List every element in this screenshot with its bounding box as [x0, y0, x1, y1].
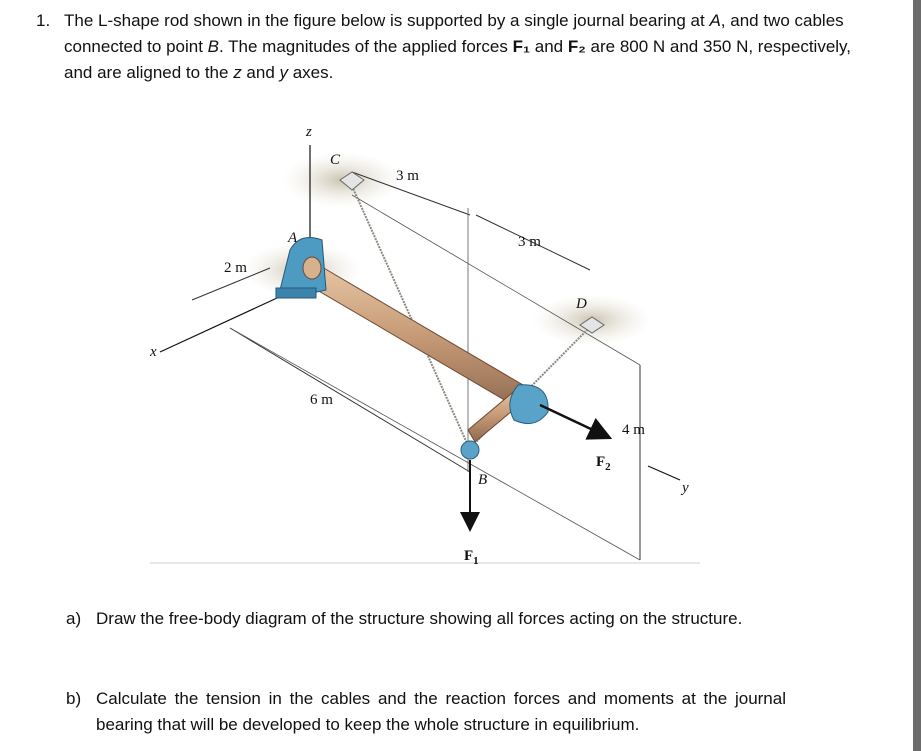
label-c: C: [330, 152, 341, 168]
l-rod-figure: z C 3 m A 3 m 2 m D x 6 m 4 m B y F2 F1: [130, 120, 710, 580]
problem-text: The L-shape rod shown in the figure belo…: [64, 11, 852, 82]
elbow: [509, 384, 549, 425]
dim-line-6m: [229, 327, 471, 473]
label-b: B: [478, 472, 487, 488]
label-dim-6m: 6 m: [310, 392, 333, 408]
label-f2: F2: [596, 454, 611, 473]
label-y: y: [680, 480, 689, 496]
problem-number: 1.: [36, 11, 51, 30]
label-z: z: [305, 124, 312, 140]
part-a-text: Draw the free-body diagram of the struct…: [96, 609, 743, 628]
label-dim-2m: 2 m: [224, 260, 247, 276]
force-f2-arrow: [539, 403, 613, 440]
anchor-d: [579, 316, 605, 334]
rod-main: [299, 259, 536, 413]
dim-line-span: [351, 194, 641, 366]
part-b-letter: b): [66, 689, 82, 708]
part-b: b) Calculate the tension in the cables a…: [66, 686, 786, 738]
x-axis: [159, 291, 291, 353]
dim-line-3m-mid: [475, 214, 591, 271]
label-d: D: [575, 296, 587, 312]
y-axis: [647, 465, 681, 481]
hub-b: [460, 440, 480, 460]
part-b-text: Calculate the tension in the cables and …: [96, 689, 786, 734]
label-dim-3m-top: 3 m: [396, 168, 419, 184]
label-dim-3m-mid: 3 m: [518, 234, 541, 250]
cable-bc: [351, 185, 471, 451]
label-dim-4m: 4 m: [622, 422, 645, 438]
part-a-letter: a): [66, 609, 82, 628]
label-a: A: [287, 230, 298, 246]
dim-line-2m: [191, 267, 271, 301]
figure-drawing: z C 3 m A 3 m 2 m D x 6 m 4 m B y F2 F1: [149, 124, 700, 567]
bearing-bore: [302, 256, 322, 280]
scrollbar[interactable]: [913, 0, 921, 751]
dim-line-3m-top: [351, 171, 471, 216]
bearing-base: [275, 287, 317, 299]
label-f1: F1: [464, 548, 479, 567]
dim-line-span-b: [229, 327, 641, 561]
problem-statement: 1. The L-shape rod shown in the figure b…: [36, 8, 876, 86]
label-x: x: [149, 344, 157, 360]
part-a: a) Draw the free-body diagram of the str…: [66, 606, 786, 632]
anchor-c: [339, 171, 365, 191]
